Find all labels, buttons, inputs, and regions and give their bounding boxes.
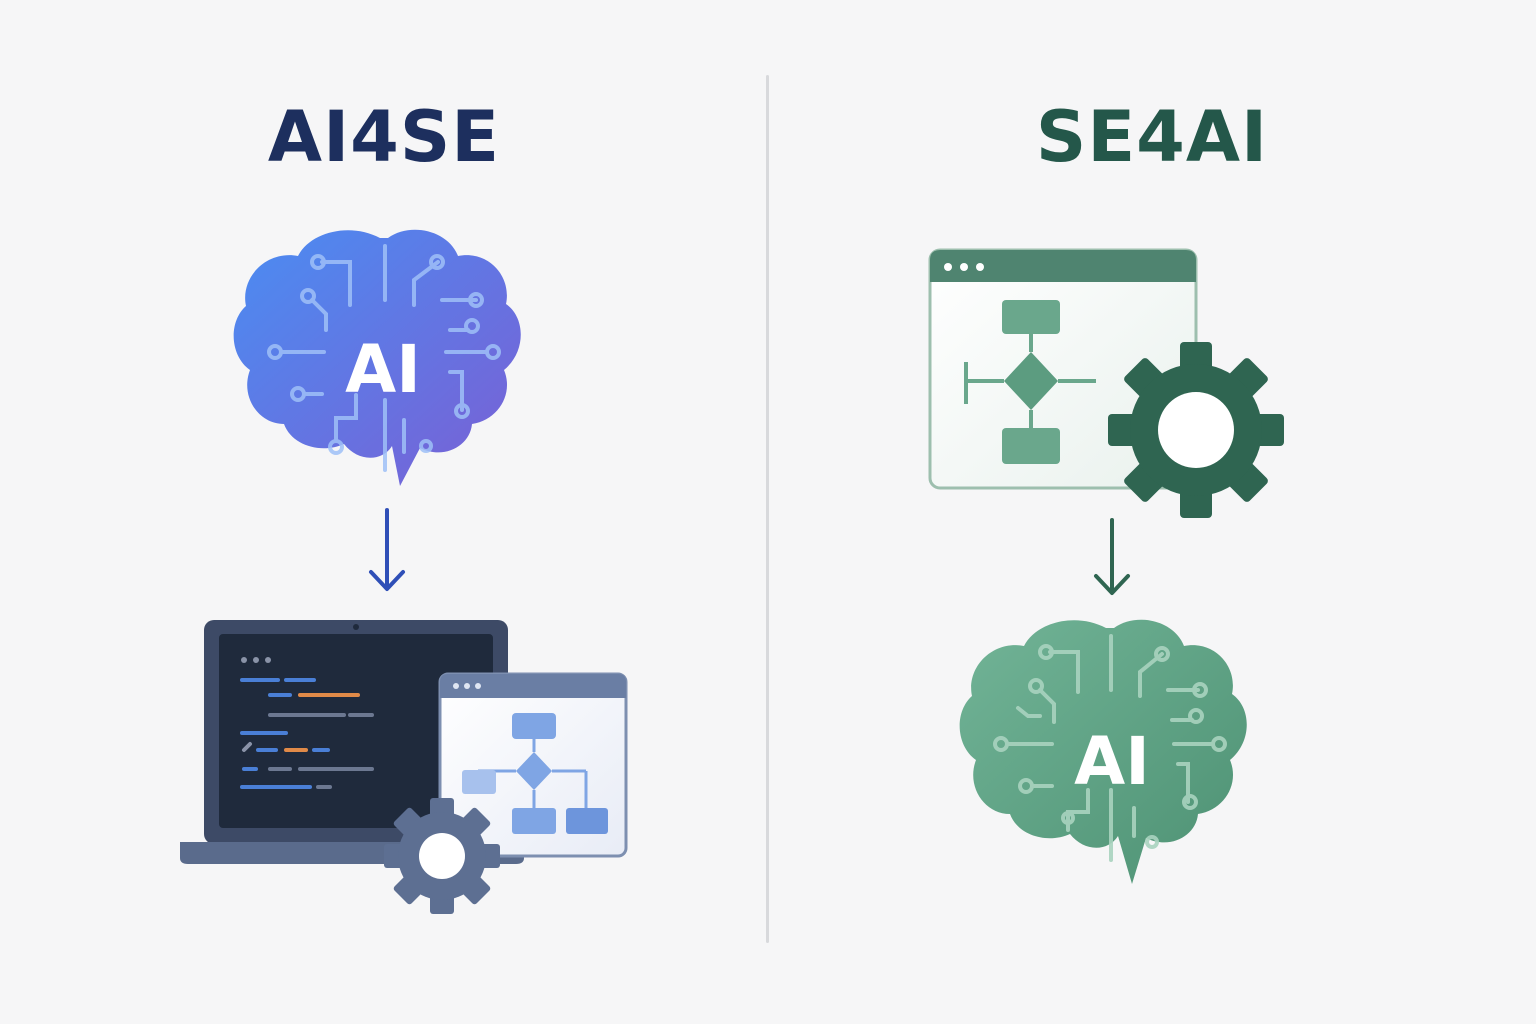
brain-icon: AI <box>959 619 1247 884</box>
ai4se-title: AI4SE <box>267 96 501 178</box>
flowchart-window-icon <box>438 672 628 858</box>
ai4se-illustration: AI <box>180 229 628 914</box>
brain-icon: AI <box>233 229 521 486</box>
ai4se-panel: AI4SE <box>180 96 628 914</box>
laptop-icon <box>180 620 524 864</box>
arrow-down-icon <box>369 508 405 591</box>
brain-ai-label: AI <box>345 331 421 408</box>
gear-icon <box>1108 342 1284 518</box>
panel-divider <box>766 75 769 943</box>
brain-ai-label: AI <box>1074 723 1150 800</box>
code-window-icon <box>240 657 374 789</box>
se4ai-panel: SE4AI <box>768 0 1536 1024</box>
se4ai-illustration: AI <box>928 248 1284 884</box>
gear-icon <box>384 798 500 914</box>
se4ai-title: SE4AI <box>1035 96 1269 178</box>
arrow-down-icon <box>1094 518 1130 595</box>
